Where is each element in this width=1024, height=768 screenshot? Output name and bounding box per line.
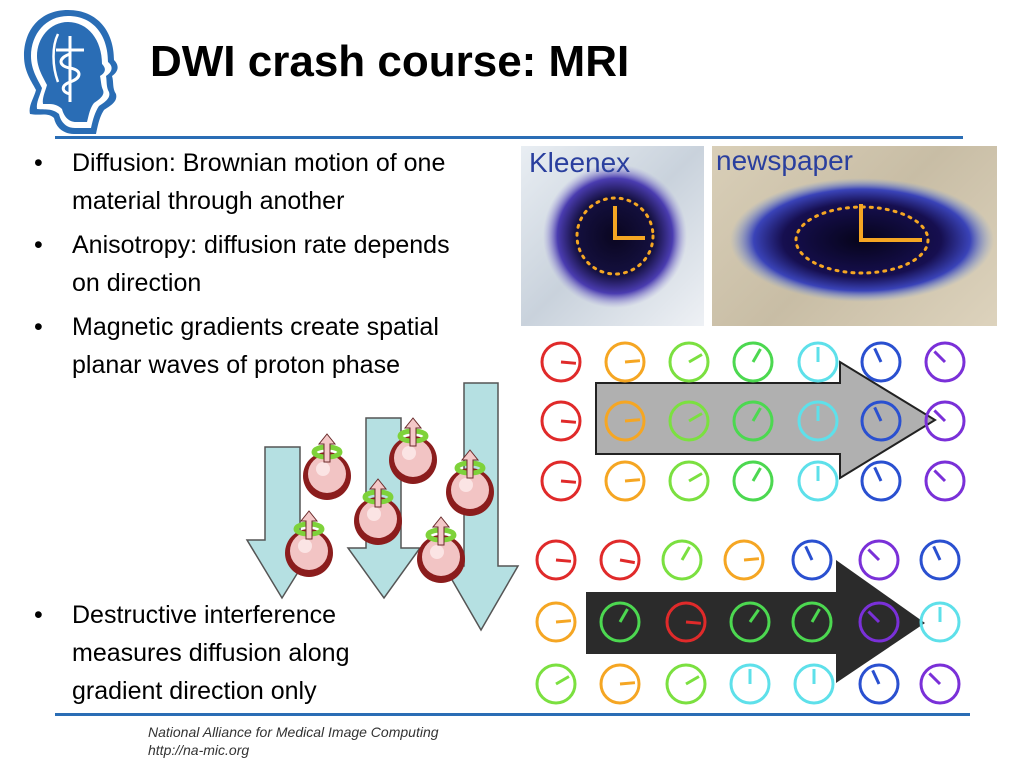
footer: National Alliance for Medical Image Comp… (148, 723, 439, 759)
phase-dial-icon (729, 601, 771, 643)
phase-dial-icon (732, 460, 774, 502)
phase-dial-icon (729, 663, 771, 705)
phase-dial-icon (604, 400, 646, 442)
spinning-proton-icon (417, 516, 465, 583)
bullet-item: •Anisotropy: diffusion rate depends on d… (34, 231, 450, 297)
spinning-proton-icon (285, 510, 333, 577)
phase-clocks (535, 341, 966, 705)
phase-dial-icon (858, 663, 900, 705)
phase-dial-icon (919, 663, 961, 705)
phase-dial-icon (919, 601, 961, 643)
phase-dial-icon (668, 341, 710, 383)
spinning-proton-icon (303, 433, 351, 500)
footer-url: http://na-mic.org (148, 742, 250, 758)
phase-dial-icon (860, 400, 902, 442)
kleenex-ink-blot (543, 164, 687, 308)
newspaper-ink-photo (712, 146, 997, 326)
slide-title: DWI crash course: MRI (150, 37, 630, 86)
bullet-list-top: •Diffusion: Brownian motion of one mater… (30, 144, 470, 390)
phase-dial-icon (535, 601, 577, 643)
phase-dial-icon (858, 601, 900, 643)
bullet-item: •Diffusion: Brownian motion of one mater… (34, 149, 446, 215)
phase-dial-icon (924, 400, 966, 442)
phase-dial-icon (665, 663, 707, 705)
phase-dial-icon (665, 601, 707, 643)
phase-dial-icon (599, 539, 641, 581)
footer-divider (55, 713, 970, 716)
title-divider (55, 136, 963, 139)
phase-dial-icon (924, 460, 966, 502)
newspaper-label: newspaper (716, 145, 853, 176)
protons (285, 417, 494, 583)
phase-dial-icon (540, 400, 582, 442)
phase-dial-icon (668, 400, 710, 442)
phase-dial-icon (723, 539, 765, 581)
phase-dial-icon (858, 539, 900, 581)
phase-dial-icon (732, 400, 774, 442)
spinning-proton-icon (354, 478, 402, 545)
phase-dial-icon (919, 539, 961, 581)
phase-dial-icon (535, 539, 577, 581)
phase-dial-icon (604, 341, 646, 383)
phase-dial-icon (661, 539, 703, 581)
phase-dial-icon (924, 341, 966, 383)
phase-dial-icon (791, 601, 833, 643)
footer-org: National Alliance for Medical Image Comp… (148, 724, 439, 740)
gradient-direction-arrow (595, 360, 937, 480)
phase-dial-icon (732, 341, 774, 383)
spinning-proton-icon (389, 417, 437, 484)
diffusion-direction-arrow (586, 560, 925, 683)
bullet-item: •Magnetic gradients create spatial plana… (34, 313, 439, 379)
phase-dial-icon (535, 663, 577, 705)
head-caduceus-logo (24, 10, 118, 134)
phase-dial-icon (793, 663, 835, 705)
phase-dial-icon (599, 601, 641, 643)
phase-dial-icon (540, 460, 582, 502)
bullet-list-bottom: •Destructive interference measures diffu… (30, 596, 430, 716)
phase-dial-icon (604, 460, 646, 502)
phase-dial-icon (668, 460, 710, 502)
phase-dial-icon (599, 663, 641, 705)
bullet-item: •Destructive interference measures diffu… (34, 601, 350, 705)
phase-dial-icon (797, 400, 839, 442)
kleenex-label: Kleenex (529, 147, 631, 178)
phase-dial-icon (797, 460, 839, 502)
phase-dial-icon (540, 341, 582, 383)
phase-dial-icon (791, 539, 833, 581)
phase-dial-icon (860, 341, 902, 383)
phase-dial-icon (860, 460, 902, 502)
newspaper-ink-blot (730, 178, 994, 302)
kleenex-ink-photo (521, 146, 704, 326)
spinning-proton-icon (446, 449, 494, 516)
phase-dial-icon (797, 341, 839, 383)
